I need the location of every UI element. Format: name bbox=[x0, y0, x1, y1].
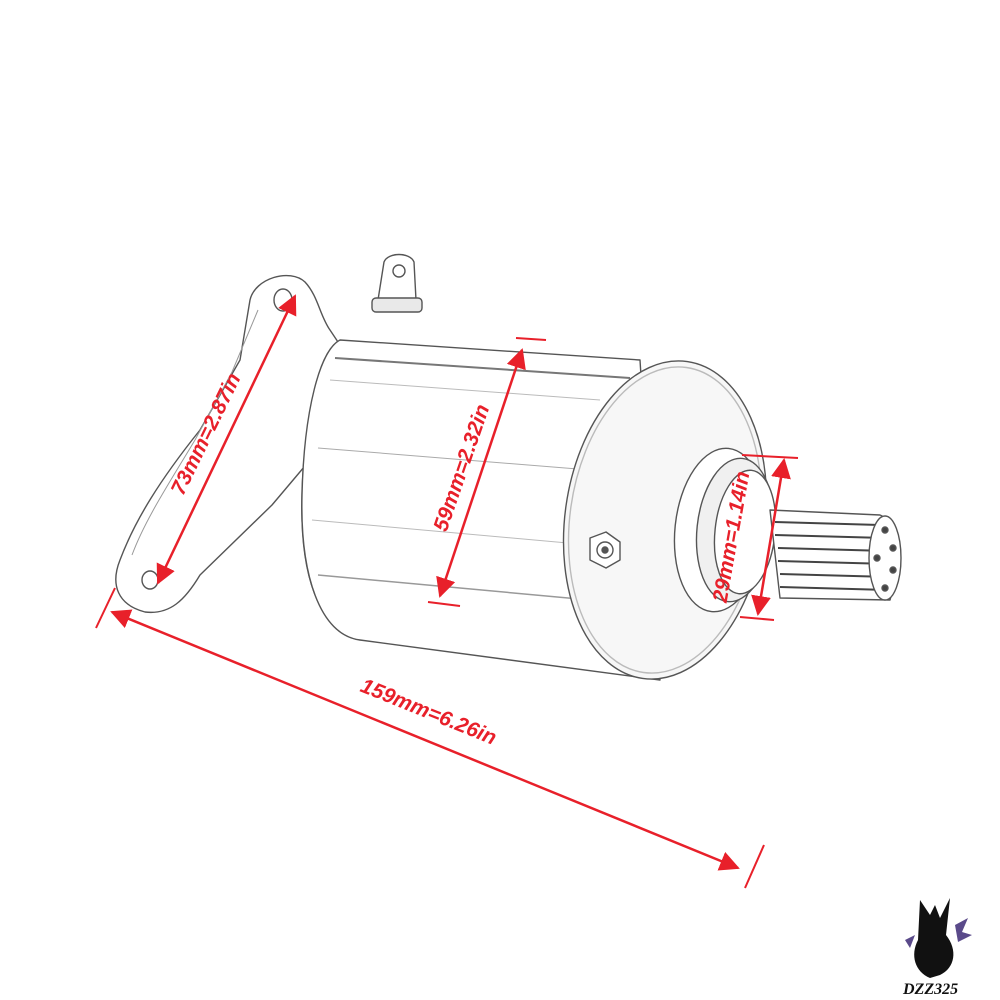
through-bolt bbox=[589, 531, 621, 569]
bracket-height-arrow bbox=[156, 294, 297, 585]
splined-shaft bbox=[769, 509, 902, 601]
body-diameter-arrow bbox=[436, 348, 526, 598]
shaft-diameter-arrow bbox=[751, 458, 791, 616]
brand-logo: DZZ325 bbox=[902, 898, 972, 998]
logo-text: DZZ325 bbox=[902, 981, 958, 998]
bracket-bottom-hole bbox=[141, 570, 159, 590]
total-length-label: 159mm=6.26in bbox=[357, 674, 499, 749]
terminal-base bbox=[371, 297, 423, 313]
mounting-bracket bbox=[115, 274, 341, 614]
motor-outline bbox=[115, 253, 902, 681]
wolf-head-icon bbox=[905, 898, 972, 978]
shaft-end-face bbox=[868, 515, 902, 601]
dimension-lines bbox=[95, 294, 799, 889]
total-length-arrow bbox=[110, 609, 740, 871]
